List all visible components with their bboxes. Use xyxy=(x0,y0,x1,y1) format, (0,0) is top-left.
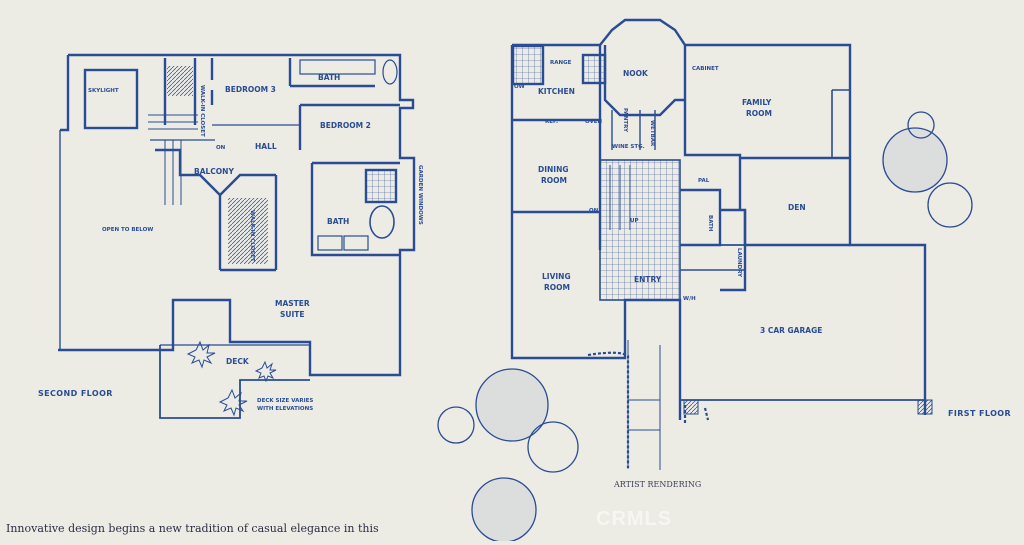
second-floor-labels: SKYLIGHT WALK-IN CLOSET BEDROOM 3 BATH B… xyxy=(38,73,423,412)
label-bedroom3: BEDROOM 3 xyxy=(225,85,276,94)
first-floor-plan xyxy=(510,18,927,470)
landscape-trees xyxy=(437,111,973,543)
label-deck-note-2: WITH ELEVATIONS xyxy=(257,406,313,412)
second-floor-plan xyxy=(58,53,416,419)
label-on-upper: ON xyxy=(216,145,226,151)
label-cabinet: CABINET xyxy=(692,66,719,72)
watermark: CRMLS xyxy=(596,508,673,530)
label-pal: PAL xyxy=(698,178,710,184)
label-entry: ENTRY xyxy=(634,275,662,284)
label-garage: 3 CAR GARAGE xyxy=(760,326,822,335)
label-garden-windows: GARDEN WINDOWS xyxy=(417,165,423,225)
label-walkin-closet: WALK-IN CLOSET xyxy=(199,85,205,137)
label-nook: NOOK xyxy=(623,69,649,78)
label-bath-first: BATH xyxy=(707,215,713,232)
closet-shelving xyxy=(167,66,193,96)
label-living-room: ROOM xyxy=(544,283,570,292)
label-oven: OVEN xyxy=(585,119,603,125)
label-family-room: ROOM xyxy=(746,109,772,118)
label-deck-note-1: DECK SIZE VARIES xyxy=(257,398,313,404)
label-skylight: SKYLIGHT xyxy=(88,88,119,94)
label-wine-stg: WINE STG. xyxy=(612,144,645,150)
label-wetbar: WETBAR xyxy=(649,120,655,147)
label-master: MASTER xyxy=(275,299,310,308)
label-bedroom2: BEDROOM 2 xyxy=(320,121,371,130)
label-ow: OW xyxy=(514,84,525,90)
label-up: UP xyxy=(630,218,639,224)
label-bath-upper: BATH xyxy=(318,73,340,82)
label-master-bath: BATH xyxy=(327,217,349,226)
master-closet-shelving xyxy=(228,198,268,264)
caption-first-floor: FIRST FLOOR xyxy=(948,409,1011,418)
label-artist-rendering: ARTIST RENDERING xyxy=(613,480,701,489)
label-wh: W/H xyxy=(683,296,696,302)
label-family: FAMILY xyxy=(742,98,772,107)
label-on-dining: ON xyxy=(589,208,599,214)
label-dining-room: ROOM xyxy=(541,176,567,185)
deck-plants xyxy=(186,340,277,417)
label-laundry: LAUNDRY xyxy=(736,248,742,278)
label-suite: SUITE xyxy=(280,310,305,319)
label-dining: DINING xyxy=(538,165,569,174)
first-floor-labels: RANGE OW KITCHEN NOOK CABINET FAMILY ROO… xyxy=(514,60,1011,489)
label-deck: DECK xyxy=(226,357,250,366)
label-balcony: BALCONY xyxy=(194,167,234,176)
label-ref: REF. xyxy=(545,119,558,125)
caption-second-floor: SECOND FLOOR xyxy=(38,389,113,398)
label-pantry: PANTRY xyxy=(622,108,628,133)
label-kitchen: KITCHEN xyxy=(538,87,575,96)
label-living: LIVING xyxy=(542,272,571,281)
label-master-closet: WALK-IN CLOSET xyxy=(249,210,255,262)
label-hall: HALL xyxy=(255,142,277,151)
label-den: DEN xyxy=(788,203,806,212)
hedge-lines xyxy=(587,351,710,470)
label-open-to-below: OPEN TO BELOW xyxy=(102,227,153,233)
caption-text: Innovative design begins a new tradition… xyxy=(6,522,379,535)
garage-post xyxy=(917,399,933,415)
label-range: RANGE xyxy=(550,60,572,66)
